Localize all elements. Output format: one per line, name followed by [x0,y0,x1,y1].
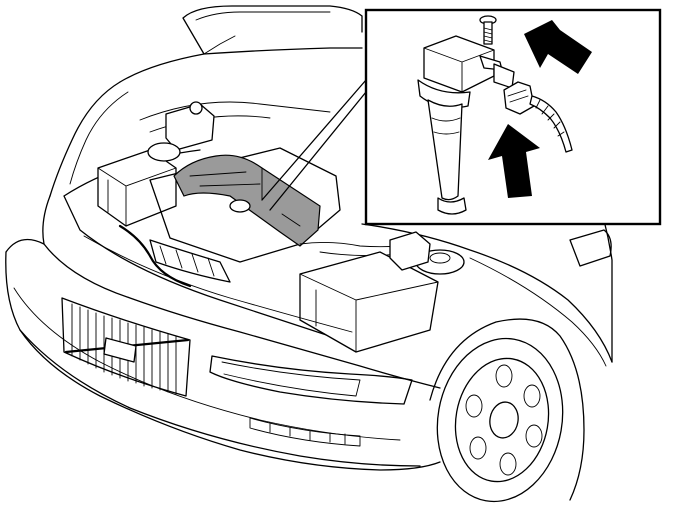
coil-boot-ribs [431,117,461,135]
connector-latch [507,89,529,103]
coil-boot [427,99,463,201]
wheel-holes [465,364,543,476]
right-side-crease [469,257,607,367]
nose-left-corner [5,238,45,253]
callout-connector [261,79,367,211]
arrow-down-left-icon [524,20,592,74]
hood-panel [182,5,363,55]
ignition-coil [417,35,515,215]
hood-inner-edge [195,11,331,55]
reservoir-cap [189,101,203,115]
bumper-intake [249,417,361,447]
mounting-bolt [479,15,497,45]
engine-block [149,147,341,263]
mirror [569,229,612,267]
windshield-frame [119,47,363,83]
bolt-thread [483,27,493,43]
wheel-rim [454,357,550,483]
connector-plug [503,81,535,115]
connector-wire-ridges [535,99,565,137]
wheel-arch [429,318,585,501]
radiator-support [83,235,353,333]
connector-wire [529,95,573,153]
fuse-box [389,231,431,271]
coil-boot-tip [437,197,467,215]
air-filter-box-detail [299,273,439,353]
detail-inset [364,8,662,226]
engine-bay [63,101,465,353]
oil-cap [229,199,251,213]
headlight-inner [221,361,361,397]
intake-runners [159,245,215,277]
callout-leader-line-2 [269,91,367,211]
strut-tower-left [147,142,181,162]
battery-box-detail [97,167,177,227]
bumper-lower [19,329,421,467]
grille-frame [61,297,191,397]
volvo-emblem [103,337,137,363]
engine-cover-highlight [173,154,321,247]
engine-cover-lines [189,167,301,227]
left-fender-top [49,81,121,197]
tire [436,337,564,503]
headlight [209,355,413,405]
coil-head-edges [423,47,495,93]
bumper-outline [5,251,441,471]
bumper-intake-slats [269,423,346,445]
intake-manifold [149,239,231,283]
electrical-connector [503,81,573,153]
wheel-hub [489,401,519,439]
arrow-up-icon [488,124,540,198]
callout-leader-line-1 [261,79,367,201]
left-fender-inner [69,91,129,185]
fluid-reservoir-left [165,103,215,151]
strut-tower-right-nut [429,252,451,264]
